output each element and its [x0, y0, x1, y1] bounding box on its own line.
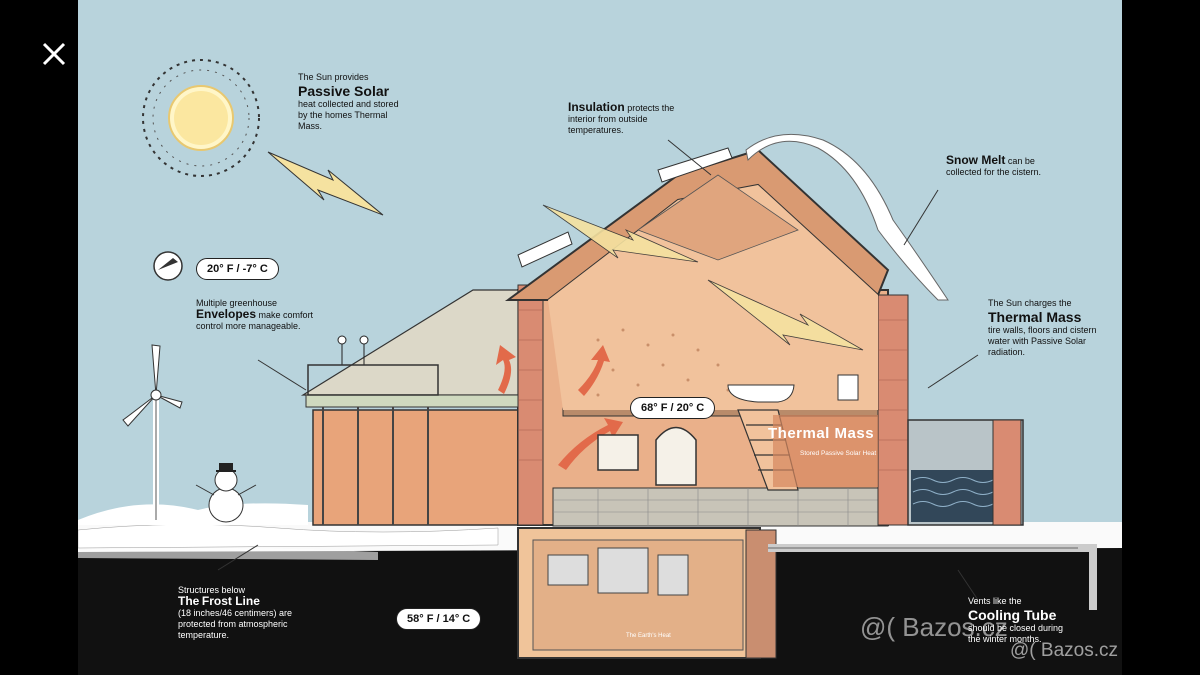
thermal-mass-label: The Sun charges the Thermal Mass tire wa…	[988, 298, 1108, 358]
earth-heat-label: The Earth's Heat	[626, 633, 671, 639]
label-title: Frost Line	[201, 594, 260, 608]
cooling-tube-label: Vents like the Cooling Tube should be cl…	[968, 596, 1078, 645]
label-body: can be collected for the cistern.	[946, 156, 1042, 177]
label-pre: The Sun charges the	[988, 298, 1072, 308]
sun-icon	[142, 59, 260, 177]
label-title: Thermal Mass	[988, 309, 1082, 325]
label-pre: The Sun provides	[298, 72, 369, 82]
insulation-label: Insulation protects the interior from ou…	[568, 100, 688, 136]
passive-solar-label: The Sun provides Passive Solar heat coll…	[298, 72, 408, 132]
label-body: protects the interior from outside tempe…	[568, 103, 675, 135]
label-title: Snow Melt	[946, 153, 1006, 167]
label-body: should be closed during the winter month…	[968, 623, 1064, 644]
snow-melt-label: Snow Melt can be collected for the ciste…	[946, 153, 1066, 178]
label-body: heat collected and stored by the homes T…	[298, 99, 399, 131]
envelopes-label: Multiple greenhouse Envelopes make comfo…	[196, 298, 316, 332]
watermark-right: @( Bazos.cz	[1010, 640, 1118, 661]
inside-temp-badge: 68° F / 20° C	[630, 397, 716, 419]
label-title: Insulation	[568, 100, 625, 114]
outside-temp-badge: 20° F / -7° C	[196, 258, 279, 280]
label-body: make comfort control more manageable.	[196, 310, 314, 331]
ground-temp-badge: 58° F / 14° C	[396, 608, 482, 630]
label-title: Passive Solar	[298, 83, 390, 99]
wind-turbine-icon	[122, 344, 183, 520]
thermal-mass-wall-sub: Stored Passive Solar Heat	[800, 450, 877, 457]
label-title: Envelopes	[196, 307, 257, 321]
frost-line-label: Structures below The Frost Line (18 inch…	[178, 585, 303, 641]
close-icon	[42, 42, 66, 66]
infographic-image: The Sun provides Passive Solar heat coll…	[78, 0, 1122, 675]
house-cross-section-illustration	[78, 59, 1122, 675]
label-the: The	[178, 594, 200, 608]
label-body: (18 inches/46 centimers) are protected f…	[178, 608, 293, 640]
label-pre: Structures below	[178, 585, 246, 595]
label-pre: Vents like the	[968, 596, 1022, 606]
label-title: Cooling Tube	[968, 607, 1057, 623]
label-body: tire walls, floors and cistern water wit…	[988, 325, 1097, 357]
label-pre: Multiple greenhouse	[196, 298, 278, 308]
thermal-mass-wall-title: Thermal Mass	[768, 425, 875, 442]
watermark-left: @( Bazos.cz	[860, 612, 1008, 642]
close-button[interactable]	[36, 36, 72, 72]
snowman-icon	[195, 463, 257, 523]
